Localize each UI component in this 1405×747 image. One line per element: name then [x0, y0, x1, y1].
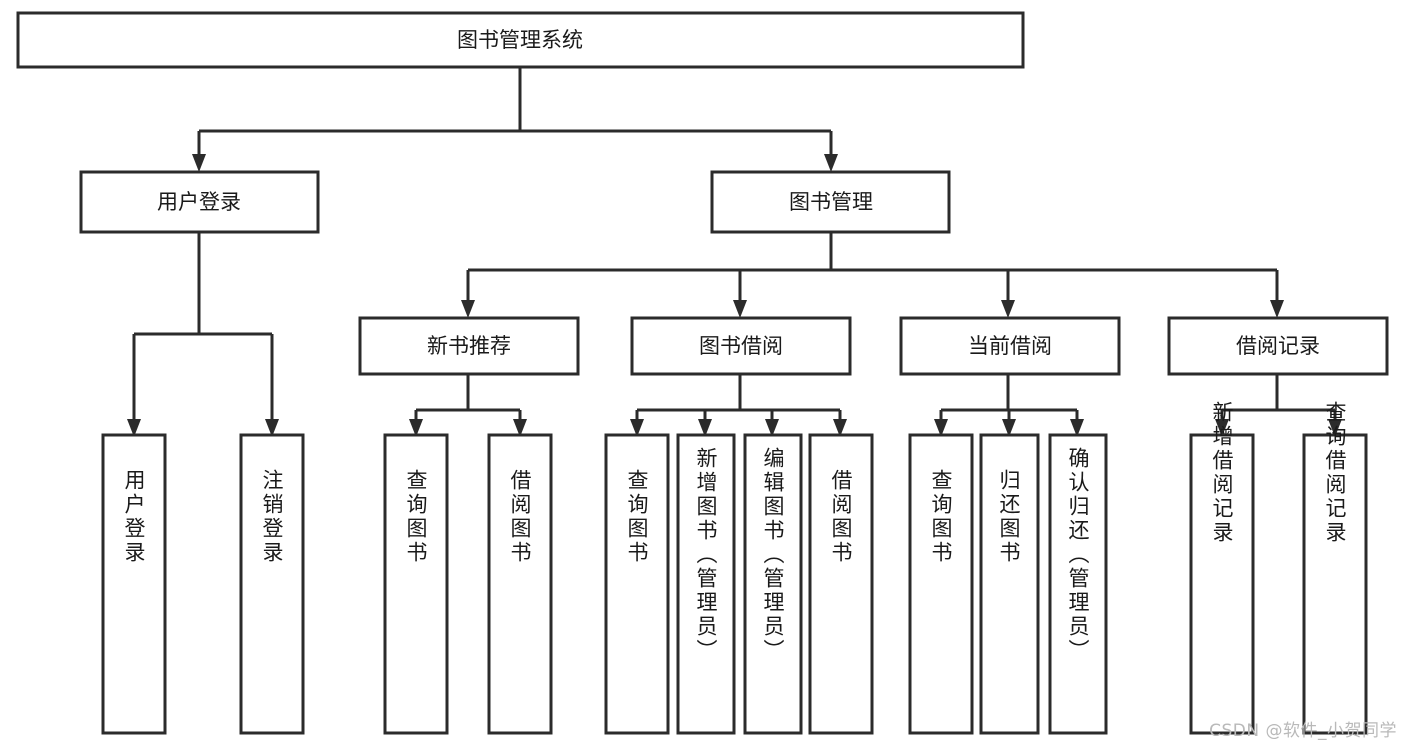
node-user-login-box[interactable]	[79, 170, 320, 234]
node-current-borrow-box[interactable]	[899, 316, 1121, 376]
arrowhead-leaf-query-book-1	[409, 419, 423, 437]
arrowhead-leaf-confirm-return	[1070, 419, 1084, 437]
arrowhead-book-borrow	[733, 300, 747, 318]
arrowhead-leaf-borrow-book-2	[833, 419, 847, 437]
leaf-return-book[interactable]: 归还图书	[979, 433, 1040, 735]
leaf-edit-book-box[interactable]	[743, 433, 803, 735]
leaf-user-login-label: 用户登录	[122, 469, 146, 565]
leaf-logout-login-label: 注销登录	[260, 469, 284, 565]
leaf-borrow-book-2[interactable]: 借阅图书	[808, 433, 874, 735]
csdn-watermark: CSDN @软件_小贺同学	[1209, 721, 1397, 741]
leaf-query-book-2-label: 查询图书	[625, 469, 649, 565]
leaf-borrow-book-1[interactable]: 借阅图书	[487, 433, 553, 735]
leaf-return-book-label: 归还图书	[997, 469, 1021, 565]
leaf-user-login[interactable]: 用户登录	[101, 433, 167, 735]
node-new-book-recommend-label: 新书推荐	[427, 334, 511, 358]
leaf-query-book-2[interactable]: 查询图书	[604, 433, 670, 735]
node-book-borrow-label: 图书借阅	[699, 334, 783, 358]
arrowhead-borrow-record	[1270, 300, 1284, 318]
leaf-query-book-1-box[interactable]	[383, 433, 449, 735]
connector-group	[127, 67, 1342, 437]
arrowhead-new-book-recommend	[461, 300, 475, 318]
node-borrow-record-box[interactable]	[1167, 316, 1389, 376]
arrowhead-leaf-query-record	[1328, 419, 1342, 437]
leaf-query-book-3[interactable]: 查询图书	[908, 433, 974, 735]
leaf-logout-login[interactable]: 注销登录	[239, 433, 305, 735]
arrowhead-leaf-return-book	[1002, 419, 1016, 437]
node-book-manage[interactable]: 图书管理	[710, 170, 951, 234]
leaf-query-book-3-label: 查询图书	[929, 469, 953, 565]
arrowhead-current-borrow	[1001, 300, 1015, 318]
node-root-label: 图书管理系统	[457, 28, 583, 52]
node-book-manage-label: 图书管理	[789, 190, 873, 214]
leaf-return-book-box[interactable]	[979, 433, 1040, 735]
node-book-borrow-box[interactable]	[630, 316, 852, 376]
node-borrow-record[interactable]: 借阅记录	[1167, 316, 1389, 376]
leaf-edit-book[interactable]: 编辑图书（管理员）	[743, 433, 803, 735]
node-new-book-recommend-box[interactable]	[358, 316, 580, 376]
leaf-borrow-book-2-box[interactable]	[808, 433, 874, 735]
leaf-logout-login-box[interactable]	[239, 433, 305, 735]
arrowhead-leaf-query-book-2	[630, 419, 644, 437]
leaf-query-book-1[interactable]: 查询图书	[383, 433, 449, 735]
arrowhead-leaf-logout-login	[265, 419, 279, 437]
leaf-query-record-label: 查询借阅记录	[1323, 401, 1347, 545]
leaf-query-book-2-box[interactable]	[604, 433, 670, 735]
leaf-confirm-return-label: 确认归还（管理员）	[1066, 447, 1090, 663]
leaf-query-record[interactable]: 查询借阅记录	[1302, 401, 1368, 735]
node-user-login-label: 用户登录	[157, 190, 241, 214]
leaf-edit-book-label: 编辑图书（管理员）	[761, 447, 785, 663]
arrowhead-leaf-add-book	[698, 419, 712, 437]
node-current-borrow[interactable]: 当前借阅	[899, 316, 1121, 376]
leaf-add-record[interactable]: 新增借阅记录	[1189, 401, 1255, 735]
leaf-confirm-return-box[interactable]	[1048, 433, 1108, 735]
leaf-query-book-1-label: 查询图书	[404, 469, 428, 565]
node-root[interactable]: 图书管理系统	[16, 11, 1025, 69]
arrowhead-leaf-edit-book	[765, 419, 779, 437]
node-borrow-record-label: 借阅记录	[1236, 334, 1320, 358]
arrowhead-book-manage	[824, 154, 838, 172]
leaf-borrow-book-1-label: 借阅图书	[508, 469, 532, 565]
node-book-manage-box[interactable]	[710, 170, 951, 234]
node-user-login[interactable]: 用户登录	[79, 170, 320, 234]
leaf-borrow-book-2-label: 借阅图书	[829, 469, 853, 565]
leaf-add-book-label: 新增图书（管理员）	[694, 447, 718, 663]
arrowhead-user-login	[192, 154, 206, 172]
leaf-add-record-box[interactable]	[1189, 433, 1255, 735]
node-current-borrow-label: 当前借阅	[968, 334, 1052, 358]
arrowhead-leaf-user-login	[127, 419, 141, 437]
arrowhead-leaf-query-book-3	[934, 419, 948, 437]
leaf-borrow-book-1-box[interactable]	[487, 433, 553, 735]
leaf-add-book-box[interactable]	[676, 433, 736, 735]
node-book-borrow[interactable]: 图书借阅	[630, 316, 852, 376]
leaf-query-book-3-box[interactable]	[908, 433, 974, 735]
leaf-user-login-box[interactable]	[101, 433, 167, 735]
arrowhead-leaf-borrow-book-1	[513, 419, 527, 437]
arrowhead-leaf-add-record	[1215, 419, 1229, 437]
leaf-add-record-label: 新增借阅记录	[1210, 401, 1234, 545]
leaf-confirm-return[interactable]: 确认归还（管理员）	[1048, 433, 1108, 735]
node-root-box[interactable]	[16, 11, 1025, 69]
leaf-query-record-box[interactable]	[1302, 433, 1368, 735]
node-new-book-recommend[interactable]: 新书推荐	[358, 316, 580, 376]
leaf-add-book[interactable]: 新增图书（管理员）	[676, 433, 736, 735]
